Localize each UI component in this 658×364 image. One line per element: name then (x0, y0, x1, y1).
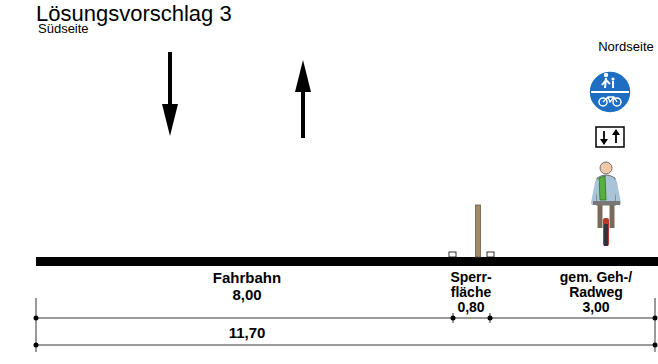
kerb-mark (487, 252, 494, 257)
dimension-value: 11,70 (229, 325, 266, 341)
dimension-value: 3,00 (582, 300, 609, 315)
dimension-lines (36, 298, 656, 352)
kerb-mark (449, 252, 456, 257)
road-surface (36, 257, 658, 266)
section-name: Fahrbahn (213, 270, 281, 286)
direction-arrow (295, 60, 311, 138)
dimension-dots (34, 316, 658, 348)
direction-arrow (162, 52, 178, 136)
side-label: Nordseite (598, 40, 654, 54)
section-name: gem. Geh-/ Radweg (554, 270, 638, 299)
dimension-value: 8,00 (232, 287, 261, 303)
bollard (476, 205, 481, 257)
traffic-sign (589, 71, 631, 147)
cyclist (593, 162, 620, 246)
dimension-value: 0,80 (457, 300, 484, 315)
section-name: Sperr- fläche (445, 270, 497, 299)
side-label: Südseite (38, 22, 89, 36)
